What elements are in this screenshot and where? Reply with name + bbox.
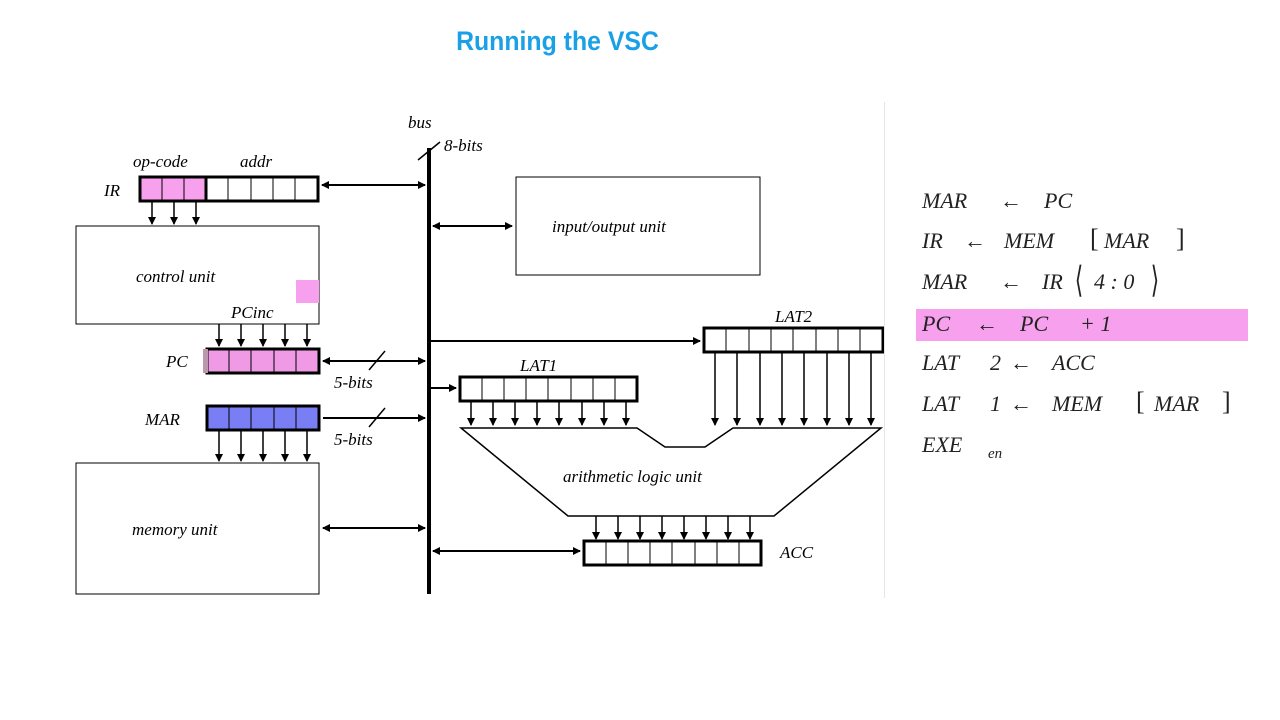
lat2-alu-arrows: [711, 352, 875, 426]
rtl-step-2: IR ← MEM [ MAR ]: [922, 224, 1185, 253]
ir-register: [138, 175, 320, 203]
alu-acc-arrows: [592, 516, 754, 540]
rtl-step-4: PC ← PC + 1: [922, 311, 1112, 336]
lat1-label: LAT1: [519, 356, 557, 375]
panel-divider: [884, 102, 885, 598]
pcinc-label: PCinc: [230, 303, 274, 322]
bus-width-label: 8-bits: [444, 136, 483, 155]
rtl-step-5: LAT 2 ← ACC: [922, 350, 1095, 375]
mar-width-label: 5-bits: [334, 430, 373, 449]
mar-label: MAR: [144, 410, 181, 429]
memory-unit-box: [75, 462, 320, 595]
addr-label: addr: [240, 152, 273, 171]
alu-label: arithmetic logic unit: [563, 467, 703, 486]
alu-shape: [458, 427, 884, 517]
pc-width-slash: [368, 350, 386, 371]
pc-label: PC: [165, 352, 188, 371]
lat2-register: [702, 326, 884, 354]
rtl-step-6: LAT 1 ← MEM [ MAR ]: [922, 387, 1231, 416]
mar-width-slash: [368, 407, 386, 428]
rtl-step-3: MAR ← IR ⟨ 4 : 0 ⟩: [922, 260, 1160, 300]
io-unit-label: input/output unit: [552, 217, 667, 236]
pc-width-label: 5-bits: [334, 373, 373, 392]
lat1-alu-arrows: [467, 401, 630, 426]
bus-width-slash: [417, 141, 441, 161]
rtl-step-7: EXE en: [922, 432, 1003, 462]
control-unit-box: [75, 225, 320, 325]
bus-label: bus: [408, 113, 432, 132]
lat1-register: [458, 375, 639, 403]
rtl-step-1: MAR ← PC: [922, 188, 1073, 213]
pcinc-signal-highlight: [296, 280, 319, 303]
active-step-highlight: [916, 309, 1248, 341]
opcode-label: op-code: [133, 152, 188, 171]
memory-unit-label: memory unit: [132, 520, 219, 539]
lat2-label: LAT2: [774, 307, 813, 326]
control-unit-label: control unit: [136, 267, 216, 286]
ir-opcode-arrows: [148, 201, 200, 225]
pcinc-arrows: [215, 324, 311, 347]
mar-register: [205, 404, 321, 432]
ir-label: IR: [103, 181, 121, 200]
acc-register: [582, 539, 763, 567]
mar-memory-arrows: [215, 430, 311, 462]
vsc-datapath-diagram: bus 8-bits op-code addr IR control unit …: [75, 113, 884, 595]
slide-title: Running the VSC: [456, 26, 659, 56]
io-unit-box: [515, 176, 761, 276]
pc-register: [203, 347, 321, 375]
acc-label: ACC: [779, 543, 814, 562]
